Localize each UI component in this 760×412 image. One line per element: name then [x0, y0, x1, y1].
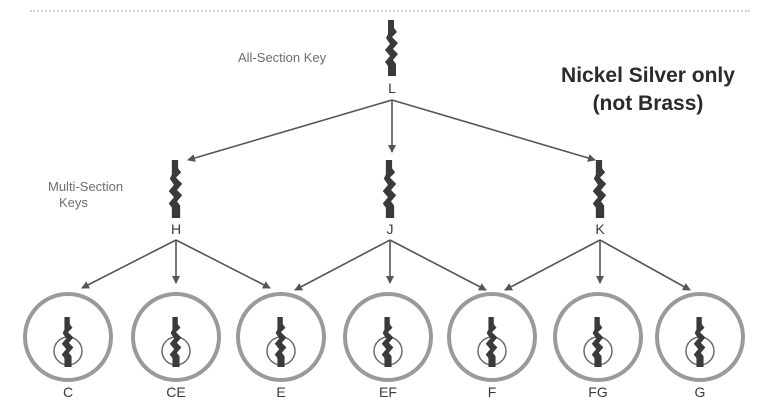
cylinder-keyway-icon	[591, 317, 604, 367]
cylinder-E-icon	[236, 292, 326, 382]
multi-section-label-line1: Multi-Section	[48, 179, 124, 194]
cylinder-F-letter: F	[487, 384, 497, 400]
material-note-line2: (not Brass)	[592, 92, 704, 115]
top-arrows	[187, 99, 596, 162]
cylinder-EF-icon	[343, 292, 433, 382]
cylinder-C-letter: C	[62, 384, 74, 400]
arrow-J-F	[389, 239, 487, 291]
material-note-line1: Nickel Silver only	[561, 64, 735, 87]
cylinder-C-icon	[23, 292, 113, 382]
key-H-letter: H	[170, 221, 182, 237]
cylinder-keyway-icon	[61, 317, 74, 367]
bottom-arrows	[81, 239, 691, 291]
cylinder-ring	[553, 292, 643, 382]
cylinder-CE-icon	[131, 292, 221, 382]
cylinder-CE-letter: CE	[166, 384, 186, 400]
material-note: Nickel Silver only (not Brass)	[548, 62, 748, 118]
cylinder-row	[23, 292, 745, 382]
cylinder-E-letter: E	[276, 384, 286, 400]
cylinder-keyway-icon	[693, 317, 706, 367]
arrow-H-C	[81, 239, 177, 289]
cylinder-ring	[236, 292, 326, 382]
key-J-letter: J	[386, 221, 394, 237]
cylinder-ring	[343, 292, 433, 382]
cylinder-keyway-icon	[485, 317, 498, 367]
arrow-K-F	[504, 239, 601, 291]
top-dotted-border	[30, 10, 750, 12]
all-section-label: All-Section Key	[238, 50, 327, 65]
cylinder-ring	[23, 292, 113, 382]
cylinder-ring	[655, 292, 745, 382]
multi-section-label: Multi-Section Keys	[48, 179, 158, 211]
arrow-K-G	[599, 239, 691, 291]
cylinder-EF-letter: EF	[379, 384, 397, 400]
cylinder-G-icon	[655, 292, 745, 382]
cylinder-keyway-icon	[169, 317, 182, 367]
cylinder-keyway-icon	[274, 317, 287, 367]
arrow-J-E	[294, 239, 391, 291]
cylinder-ring	[447, 292, 537, 382]
arrow-L-H	[187, 99, 393, 162]
top-key-icon	[385, 20, 398, 76]
cylinder-keyway-icon	[381, 317, 394, 367]
arrow-L-K	[391, 99, 596, 162]
key-K-letter: K	[595, 221, 605, 237]
cylinder-ring	[131, 292, 221, 382]
top-key-letter: L	[388, 80, 396, 96]
key-J-icon	[382, 160, 397, 218]
multi-section-label-line2: Keys	[59, 195, 88, 210]
cylinder-FG-icon	[553, 292, 643, 382]
key-K-icon	[592, 160, 607, 218]
cylinder-F-icon	[447, 292, 537, 382]
cylinder-FG-letter: FG	[588, 384, 608, 400]
key-H-icon	[168, 160, 183, 218]
arrow-H-E	[175, 239, 271, 289]
cylinder-G-letter: G	[694, 384, 706, 400]
